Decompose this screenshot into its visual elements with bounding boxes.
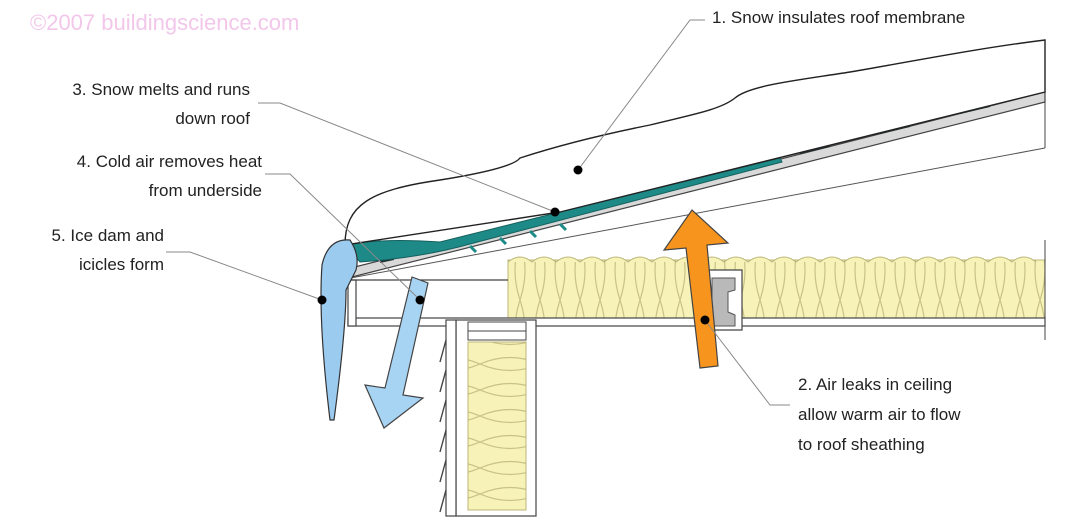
label-2-line-3: to roof sheathing xyxy=(798,435,925,454)
label-4-line-2: from underside xyxy=(148,181,262,200)
ceiling-insulation xyxy=(507,256,1046,321)
watermark: ©2007 buildingscience.com xyxy=(30,10,300,35)
label-2-line-2: allow warm air to flow xyxy=(798,405,961,424)
label-5-line-2: icicles form xyxy=(78,255,164,274)
label-3-line-1: 3. Snow melts and runs xyxy=(72,80,250,99)
label-2-line-1: 2. Air leaks in ceiling xyxy=(798,375,953,394)
snow-pack xyxy=(344,39,1046,246)
callout-dots xyxy=(317,165,710,325)
label-4-line-1: 4. Cold air removes heat xyxy=(76,152,262,171)
label-3-line-2: down roof xyxy=(175,109,250,128)
leader-lines xyxy=(166,19,790,406)
label-1-snow-insulates: 1. Snow insulates roof membrane xyxy=(712,8,966,27)
label-5-line-1: 5. Ice dam and xyxy=(51,226,164,245)
ice-dam-icicle xyxy=(320,239,358,421)
exterior-wall xyxy=(439,319,537,517)
